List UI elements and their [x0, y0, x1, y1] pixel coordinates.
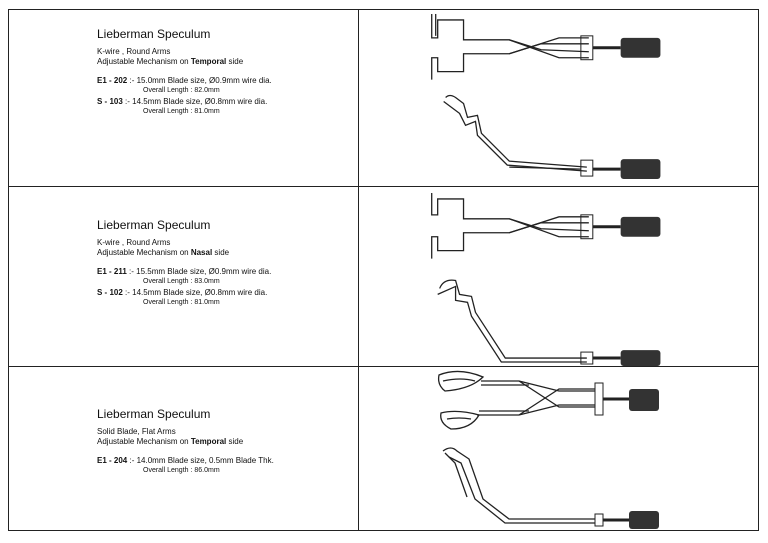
product-description: Lieberman Speculum K-wire , Round Arms A…: [97, 27, 272, 116]
wire-speculum-drawing-icon: [359, 187, 758, 366]
mechanism-note: Adjustable Mechanism on Temporal side: [97, 437, 244, 446]
catalog-code: E1 - 204: [97, 456, 128, 465]
product-row-3: Lieberman Speculum Solid Blade, Flat Arm…: [9, 367, 758, 530]
mechanism-note: Adjustable Mechanism on Temporal side: [97, 57, 244, 66]
catalog-entry: S - 103 :- 14.5mm Blade size, Ø0.8mm wir…: [97, 97, 272, 116]
catalog-code: E1 - 211: [97, 267, 127, 276]
overall-length: Overall Length : 83.0mm: [143, 278, 220, 285]
mechanism-side: Temporal: [190, 437, 227, 446]
catalog-code: E1 - 202: [97, 76, 128, 85]
overall-length: Overall Length : 82.0mm: [143, 87, 220, 94]
product-description: Lieberman Speculum K-wire , Round Arms A…: [97, 218, 271, 307]
product-subtitle: K-wire , Round Arms: [97, 47, 171, 56]
overall-length: Overall Length : 86.0mm: [143, 467, 220, 474]
overall-length: Overall Length : 81.0mm: [143, 299, 220, 306]
catalog-code: S - 102: [97, 288, 123, 297]
mechanism-note: Adjustable Mechanism on Nasal side: [97, 248, 230, 257]
catalog-code: S - 103: [97, 97, 123, 106]
product-row-1: Lieberman Speculum K-wire , Round Arms A…: [9, 10, 758, 187]
catalog-sheet: Lieberman Speculum K-wire , Round Arms A…: [8, 9, 759, 531]
mechanism-side: Temporal: [190, 57, 227, 66]
mechanism-side: Nasal: [190, 248, 213, 257]
solid-blade-speculum-drawing-icon: [359, 367, 758, 530]
overall-length: Overall Length : 81.0mm: [143, 108, 220, 115]
product-subtitle: Solid Blade, Flat Arms: [97, 427, 176, 436]
product-title: Lieberman Speculum: [97, 218, 211, 232]
catalog-entry: S - 102 :- 14.5mm Blade size, Ø0.8mm wir…: [97, 288, 271, 307]
product-title: Lieberman Speculum: [97, 407, 211, 421]
product-description: Lieberman Speculum Solid Blade, Flat Arm…: [97, 407, 274, 475]
product-title: Lieberman Speculum: [97, 27, 211, 41]
catalog-entry: E1 - 202 :- 15.0mm Blade size, Ø0.9mm wi…: [97, 76, 272, 94]
column-divider: [358, 367, 359, 530]
catalog-entry: E1 - 211 :- 15.5mm Blade size, Ø0.9mm wi…: [97, 267, 272, 285]
column-divider: [358, 10, 359, 186]
product-subtitle: K-wire , Round Arms: [97, 238, 171, 247]
wire-speculum-drawing-icon: [359, 10, 758, 186]
product-row-2: Lieberman Speculum K-wire , Round Arms A…: [9, 187, 758, 367]
column-divider: [358, 187, 359, 366]
catalog-entry: E1 - 204 :- 14.0mm Blade size, 0.5mm Bla…: [97, 456, 274, 474]
